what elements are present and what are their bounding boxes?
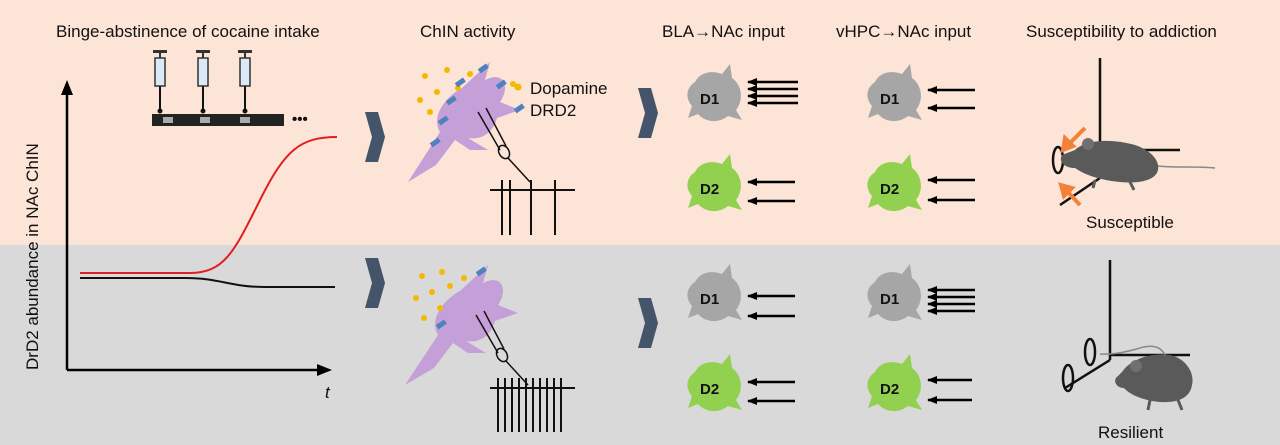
mouse-icon: [1060, 138, 1216, 191]
bla-d1-arrows: [747, 292, 795, 320]
chevron-arrow-icon: [638, 88, 658, 138]
svg-text:D2: D2: [880, 381, 899, 398]
dopamine-dots: [413, 269, 467, 321]
susceptible-curve: [80, 136, 338, 274]
vhpc-d2-arrows: [927, 376, 972, 404]
label-resilient: Resilient: [1098, 423, 1163, 442]
bla-d2-arrows: [747, 178, 795, 205]
resilient-curve: [80, 277, 335, 288]
svg-text:D1: D1: [700, 291, 719, 308]
drd2-legend-icon: [513, 103, 525, 114]
drd2-receptors: [429, 63, 507, 148]
bla-d1-arrows-strong: [747, 78, 798, 107]
orange-arrows: [1058, 126, 1087, 207]
title-bla-input: BLA→NAc input: [662, 22, 785, 41]
vhpc-d2-arrows: [927, 176, 975, 204]
mouse-icon: [1099, 345, 1193, 411]
operant-chamber: [1061, 260, 1190, 393]
chevron-arrow-icon: [638, 298, 658, 348]
title-susceptibility: Susceptibility to addiction: [1026, 22, 1217, 41]
dopamine-dots: [417, 67, 516, 115]
chin-neuron-icon: [408, 62, 520, 182]
svg-text:D1: D1: [880, 291, 899, 308]
svg-text:D1: D1: [880, 91, 899, 108]
syringe-icon: [196, 50, 210, 114]
d1-neuron-icon: D1: [867, 64, 922, 122]
d2-neuron-icon: D2: [867, 354, 922, 412]
bla-d2-arrows: [747, 378, 795, 405]
vhpc-d1-arrows: [927, 86, 975, 112]
d2-neuron-icon: D2: [687, 154, 742, 212]
d1-neuron-icon: D1: [687, 64, 742, 122]
spike-train-icon: [490, 180, 575, 235]
legend-dopamine: Dopamine: [530, 79, 608, 98]
syringe-icon: [153, 50, 167, 114]
chevron-arrow-icon: [365, 258, 385, 308]
svg-text:D2: D2: [700, 181, 719, 198]
drd2-receptors: [435, 266, 487, 330]
dopamine-legend-dot: [514, 83, 522, 91]
title-vhpc-input: vHPC→NAc input: [836, 22, 971, 41]
electrode-icon: [475, 310, 529, 386]
title-chin-activity: ChIN activity: [420, 22, 516, 41]
svg-text:D2: D2: [700, 381, 719, 398]
operant-chamber: [1051, 58, 1180, 207]
chin-neuron-icon: [405, 265, 518, 385]
syringe-icon: [238, 50, 252, 114]
svg-text:D1: D1: [700, 91, 719, 108]
ellipsis: •••: [292, 111, 308, 128]
label-susceptible: Susceptible: [1086, 213, 1174, 232]
electrode-icon: [477, 107, 531, 183]
chevron-arrow-icon: [365, 112, 385, 162]
y-axis-label: DrD2 abundance in NAc ChIN: [23, 143, 42, 370]
d2-neuron-icon: D2: [867, 154, 922, 212]
d1-neuron-icon: D1: [867, 264, 922, 322]
abundance-graph: t DrD2 abundance in NAc ChIN: [23, 80, 338, 402]
d2-neuron-icon: D2: [687, 354, 742, 412]
title-binge: Binge-abstinence of cocaine intake: [56, 22, 320, 41]
x-axis-label: t: [325, 383, 331, 402]
svg-text:D2: D2: [880, 181, 899, 198]
legend-drd2: DRD2: [530, 101, 576, 120]
d1-neuron-icon: D1: [687, 264, 742, 322]
intake-timeline: •••: [152, 50, 308, 128]
spike-train-icon: [490, 378, 575, 432]
vhpc-d1-arrows-strong: [927, 286, 975, 315]
